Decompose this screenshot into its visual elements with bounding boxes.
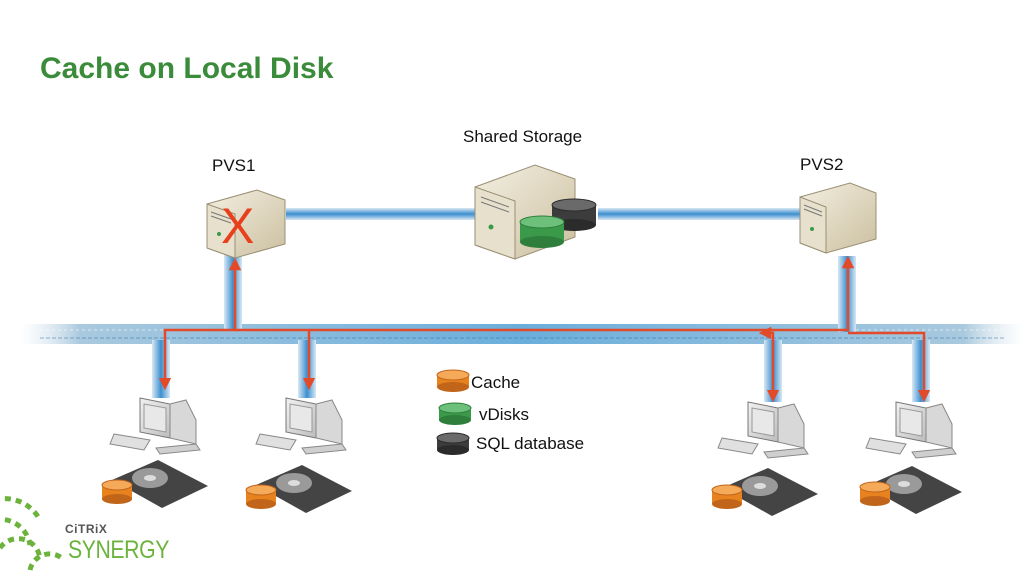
legend-vdisks-swatch (438, 402, 472, 425)
pvs1-label: PVS1 (212, 156, 256, 175)
drop-client-1 (152, 340, 170, 398)
link-storage-pvs2 (598, 208, 800, 220)
synergy-logo-text: SYNERGY (68, 536, 169, 564)
slide-title: Cache on Local Disk (40, 52, 334, 85)
pvs1-failure-mark: X (221, 198, 254, 254)
data-path (158, 255, 931, 403)
pvs2-label: PVS2 (800, 155, 844, 174)
link-pvs1-storage (286, 208, 476, 220)
legend-sql-swatch (436, 432, 470, 455)
synergy-logo-mark (0, 496, 66, 571)
legend-sql-label: SQL database (476, 434, 585, 453)
drop-client-2 (298, 340, 316, 398)
server-pvs1 (206, 189, 286, 259)
client-2-hard-disk (256, 465, 352, 513)
client-1-hard-disk (112, 460, 208, 508)
server-pvs2 (799, 182, 877, 254)
citrix-logo-text: CiTRiX (65, 522, 108, 536)
legend-cache-label: Cache (471, 373, 521, 392)
client-2-cache-cylinder (245, 484, 277, 509)
client-4-hard-disk (866, 466, 962, 514)
legend-vdisks-label: vDisks (479, 405, 530, 424)
client-workstation-1 (109, 397, 201, 455)
drop-pvs1 (224, 254, 242, 330)
client-4-cache-cylinder (859, 481, 891, 506)
client-3-cache-cylinder (711, 484, 743, 509)
drop-client-4 (912, 340, 930, 402)
client-3-hard-disk (722, 468, 818, 516)
legend-cache-swatch (436, 369, 470, 392)
client-workstation-2 (255, 397, 347, 455)
client-workstation-4 (865, 401, 957, 459)
vdisk-cylinder (519, 215, 565, 248)
shared-storage-label: Shared Storage (463, 127, 583, 146)
client-1-cache-cylinder (101, 479, 133, 504)
client-workstation-3 (717, 401, 809, 459)
